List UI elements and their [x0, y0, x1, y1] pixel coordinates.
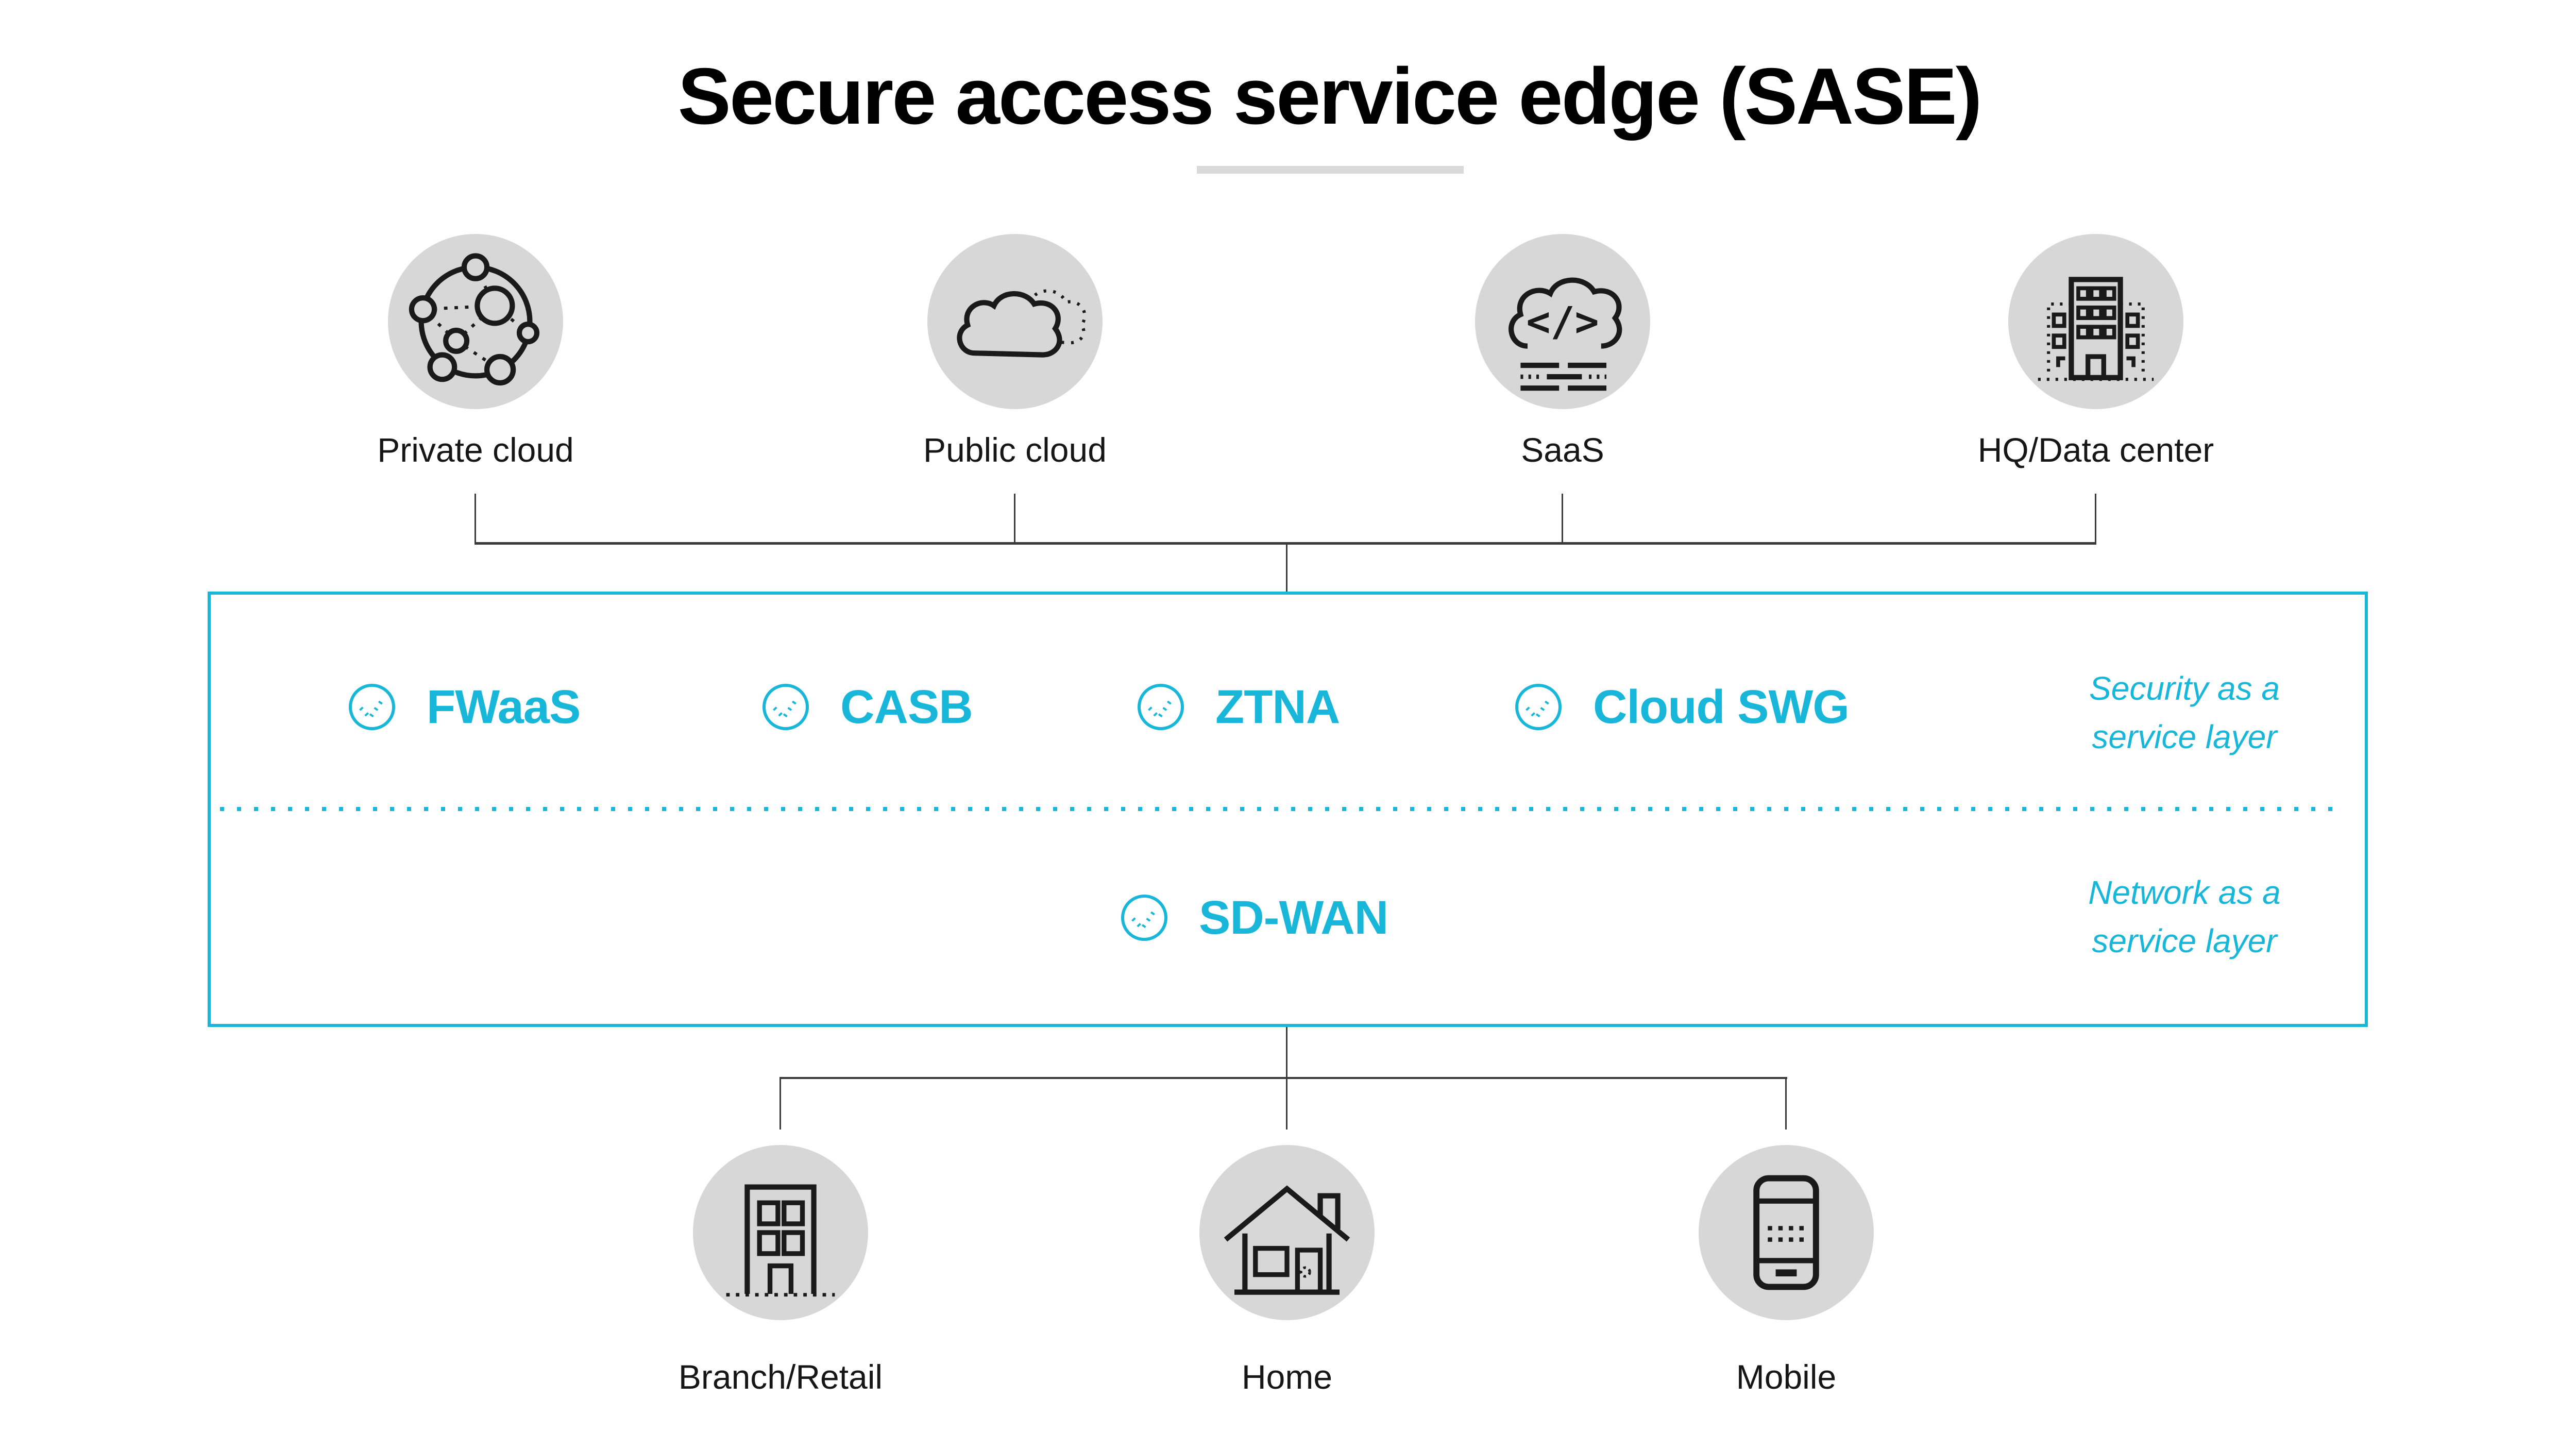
- security-layer-line1: Security as a: [2089, 670, 2280, 707]
- node-label-saas: SaaS: [1521, 431, 1604, 469]
- node-label-home: Home: [1241, 1358, 1333, 1396]
- mobile-phone-icon: [1753, 1175, 1819, 1290]
- node-private-cloud: [388, 234, 563, 409]
- service-fwaas: FWaaS: [347, 680, 581, 733]
- service-casb: CASB: [761, 680, 973, 733]
- home-house-icon: [1224, 1185, 1350, 1295]
- connector-bottom-bus: [779, 1077, 1787, 1079]
- connector-private-cloud: [474, 494, 476, 543]
- page-title: Secure access service edge (SASE): [677, 52, 1982, 141]
- svg-text:</>: </>: [1526, 298, 1599, 345]
- check-icon: [1138, 684, 1184, 730]
- connector-saas: [1562, 494, 1563, 543]
- node-public-cloud: [927, 234, 1103, 409]
- connector-hq: [2095, 494, 2096, 543]
- node-label-private-cloud: Private cloud: [377, 431, 574, 469]
- service-sd-wan: SD-WAN: [1120, 891, 1388, 944]
- node-label-branch-retail: Branch/Retail: [678, 1358, 883, 1396]
- connector-branch: [779, 1078, 781, 1130]
- saas-cloud-code-icon: </>: [1509, 277, 1622, 391]
- node-label-public-cloud: Public cloud: [923, 431, 1107, 469]
- connector-top-drop: [1286, 545, 1287, 592]
- service-label: Cloud SWG: [1593, 680, 1850, 733]
- check-icon: [349, 684, 395, 730]
- network-layer-line1: Network as a: [2088, 874, 2281, 911]
- node-label-mobile: Mobile: [1736, 1358, 1837, 1396]
- connector-home: [1286, 1078, 1287, 1130]
- service-label: FWaaS: [427, 680, 581, 733]
- connector-mobile: [1785, 1078, 1787, 1130]
- service-layer-divider: [220, 807, 2342, 811]
- connector-top-bus: [474, 542, 2096, 545]
- network-layer-line2: service layer: [2092, 922, 2277, 959]
- node-saas: </>: [1475, 234, 1650, 409]
- check-icon: [1121, 895, 1167, 941]
- branch-retail-building-icon: [726, 1184, 835, 1297]
- security-layer-label: Security as a service layer: [1953, 664, 2416, 761]
- service-cloud-swg: Cloud SWG: [1514, 680, 1850, 733]
- public-cloud-icon: [957, 289, 1087, 358]
- node-home: [1199, 1145, 1375, 1320]
- service-label: CASB: [840, 680, 973, 733]
- service-ztna: ZTNA: [1136, 680, 1340, 733]
- private-cloud-icon: [409, 253, 540, 386]
- node-mobile: [1699, 1145, 1874, 1320]
- connector-bottom-drop: [1286, 1027, 1287, 1078]
- network-layer-label: Network as a service layer: [1953, 868, 2416, 965]
- hq-data-center-building-icon: [2038, 277, 2154, 381]
- service-label: SD-WAN: [1199, 891, 1388, 944]
- service-label: ZTNA: [1215, 680, 1340, 733]
- check-icon: [1515, 684, 1562, 730]
- connector-public-cloud: [1014, 494, 1015, 543]
- node-branch-retail: [693, 1145, 868, 1320]
- check-icon: [762, 684, 809, 730]
- security-layer-line2: service layer: [2092, 718, 2277, 755]
- node-label-hq-data-center: HQ/Data center: [1977, 431, 2214, 469]
- title-underline: [1197, 166, 1464, 174]
- node-hq-data-center: [2008, 234, 2183, 409]
